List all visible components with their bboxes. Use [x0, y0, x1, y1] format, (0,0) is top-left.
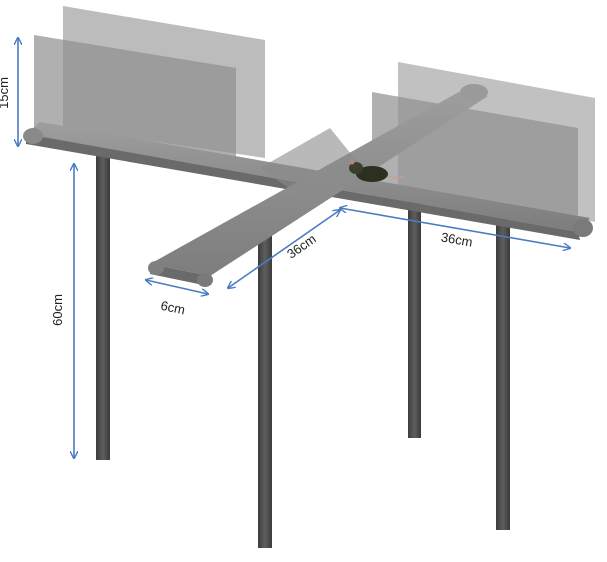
- arm-width-arrow: [146, 280, 208, 294]
- dimension-arrows: [18, 38, 570, 458]
- leg-height-label: 60cm: [50, 294, 65, 326]
- leg-front: [258, 212, 272, 548]
- maze-legs: [96, 150, 510, 548]
- closed-arm-length-arrow: [340, 208, 570, 248]
- open-arm-length-label: 36cm: [284, 231, 319, 262]
- arm-width-label: 6cm: [159, 298, 186, 318]
- closed-arm-length-label: 36cm: [440, 229, 474, 249]
- leg-right: [496, 222, 510, 530]
- center-platform: [260, 128, 372, 196]
- open-arm-length-arrow: [228, 210, 340, 288]
- leg-back-left: [96, 150, 110, 460]
- dimension-labels: 15cm 60cm 6cm 36cm 36cm: [0, 77, 474, 326]
- mouse-icon: [349, 159, 405, 182]
- left-closed-arm-walls: [34, 6, 265, 170]
- leg-back-right: [408, 200, 421, 438]
- wall-height-label: 15cm: [0, 77, 11, 109]
